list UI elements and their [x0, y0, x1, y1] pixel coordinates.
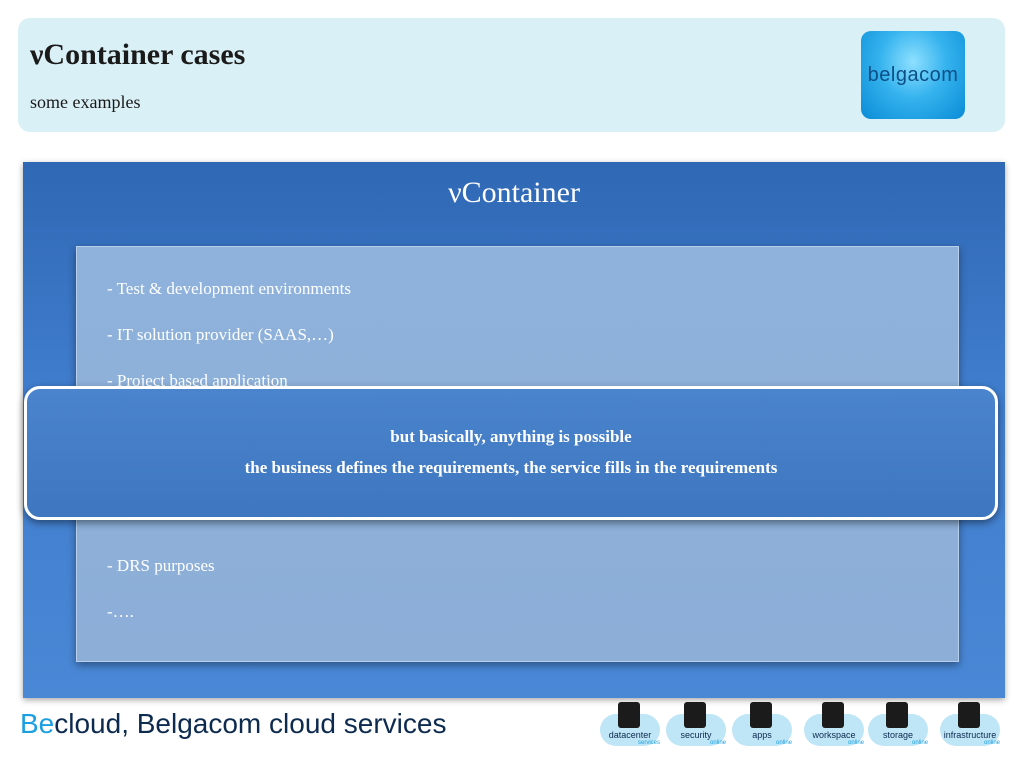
storage-icon: [886, 702, 908, 728]
case-item: - Test & development environments: [107, 279, 352, 298]
service-workspace[interactable]: workspace online: [804, 700, 864, 756]
callout-line-1: but basically, anything is possible: [390, 427, 632, 446]
service-apps[interactable]: apps online: [732, 700, 792, 756]
service-security[interactable]: security online: [666, 700, 726, 756]
logo-text: belgacom: [867, 63, 959, 86]
service-name: infrastructure: [943, 730, 997, 740]
slide-header: νContainer cases some examples belgacom: [18, 18, 1005, 132]
brand-prefix: Be: [20, 708, 55, 739]
service-name: security: [680, 730, 712, 740]
callout-box: but basically, anything is possible the …: [24, 386, 998, 520]
lock-icon: [684, 702, 706, 728]
service-datacenter[interactable]: datacenter services: [600, 700, 660, 756]
service-sub: online: [709, 740, 726, 746]
service-name: workspace: [812, 730, 856, 740]
service-name: datacenter: [608, 730, 652, 740]
apps-icon: [750, 702, 772, 728]
service-name: apps: [752, 730, 772, 740]
slide-subtitle: some examples: [30, 92, 141, 112]
service-sub: online: [775, 740, 792, 746]
slide-title: νContainer cases: [30, 38, 246, 71]
service-sub: online: [911, 740, 928, 746]
callout-line-2: the business defines the requirements, t…: [244, 458, 778, 477]
footer-brand: Becloud, Belgacom cloud services: [20, 708, 446, 740]
computer-icon: [822, 702, 844, 728]
building-icon: [958, 702, 980, 728]
datacenter-icon: [618, 702, 640, 728]
service-name: storage: [882, 730, 914, 740]
panel-title: νContainer: [448, 176, 580, 209]
belgacom-logo: belgacom: [861, 31, 965, 119]
case-item: - Project based application: [107, 371, 288, 390]
service-infrastructure[interactable]: infrastructure online: [940, 700, 1000, 756]
case-item: - IT solution provider (SAAS,…): [107, 325, 334, 344]
service-sub: services: [637, 740, 660, 746]
case-item: -….: [107, 602, 134, 621]
service-sub: online: [847, 740, 864, 746]
brand-text: cloud, Belgacom cloud services: [54, 708, 447, 739]
case-item: - DRS purposes: [107, 556, 215, 575]
service-storage[interactable]: storage online: [868, 700, 928, 756]
service-sub: online: [983, 740, 1000, 746]
